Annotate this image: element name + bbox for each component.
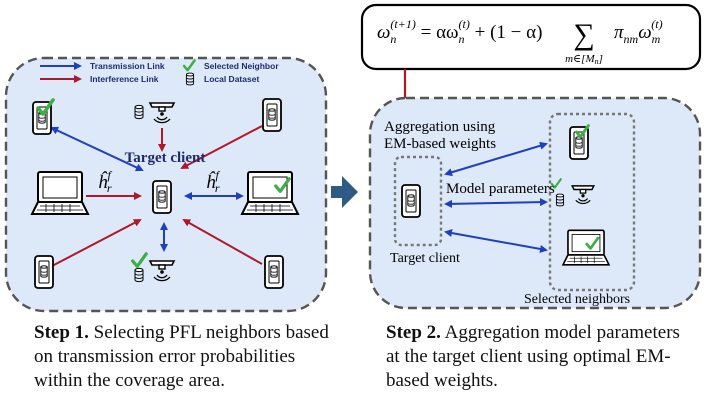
step1-caption: Step 1. Selecting PFL neighbors based on…	[34, 322, 334, 391]
link-bottom-right-phone	[182, 219, 263, 265]
legend-transmission-label: Transmission Link	[90, 61, 165, 71]
target-phone-icon	[152, 180, 172, 214]
legend-dataset-label: Local Dataset	[204, 74, 259, 84]
formula-text: ωn(t+1) = αωn(t) + (1 − α)	[377, 17, 542, 46]
target-client-group	[393, 155, 443, 247]
legend-interference-label: Interference Link	[90, 74, 159, 84]
laptop-icon	[31, 171, 89, 215]
legend-selected-label: Selected Neighbor	[204, 61, 279, 71]
phone-icon	[262, 98, 282, 132]
target-client-label: Target client	[125, 150, 206, 166]
link-bottom-left-phone	[51, 219, 142, 267]
target-phone-icon	[401, 184, 421, 218]
formula-sum: ∑	[573, 18, 594, 51]
link-neighbor-sensor	[444, 198, 548, 208]
phone-icon	[264, 255, 284, 289]
legend: Transmission Link Interference Link Sele…	[40, 59, 279, 86]
selected-neighbors-caption: Selected neighbors	[524, 292, 630, 307]
link-top-right-phone	[180, 125, 263, 169]
aggregation-label-line2: EM-based weights	[384, 136, 496, 152]
model-parameters-label: Model parameters	[446, 181, 555, 197]
formula-sum-range: m∈[Mn]	[565, 53, 603, 66]
link-neighbor-phone	[444, 141, 548, 177]
next-step-arrow	[331, 176, 358, 208]
link-neighbor-laptop	[444, 229, 548, 253]
step1-links	[50, 125, 263, 267]
phone-icon	[34, 255, 54, 289]
formula-tail: πnmωm(t)	[614, 17, 663, 46]
step2-caption: Step 2. Aggregation model parameters at …	[386, 322, 685, 391]
formula-box: ωn(t+1) = αωn(t) + (1 − α) ∑ m∈[Mn] πnmω…	[360, 3, 702, 71]
laptop-icon	[562, 229, 610, 266]
aggregation-label-line1: Aggregation using	[384, 119, 496, 135]
target-client-caption: Target client	[390, 251, 460, 266]
link-top-left-phone	[50, 126, 144, 172]
